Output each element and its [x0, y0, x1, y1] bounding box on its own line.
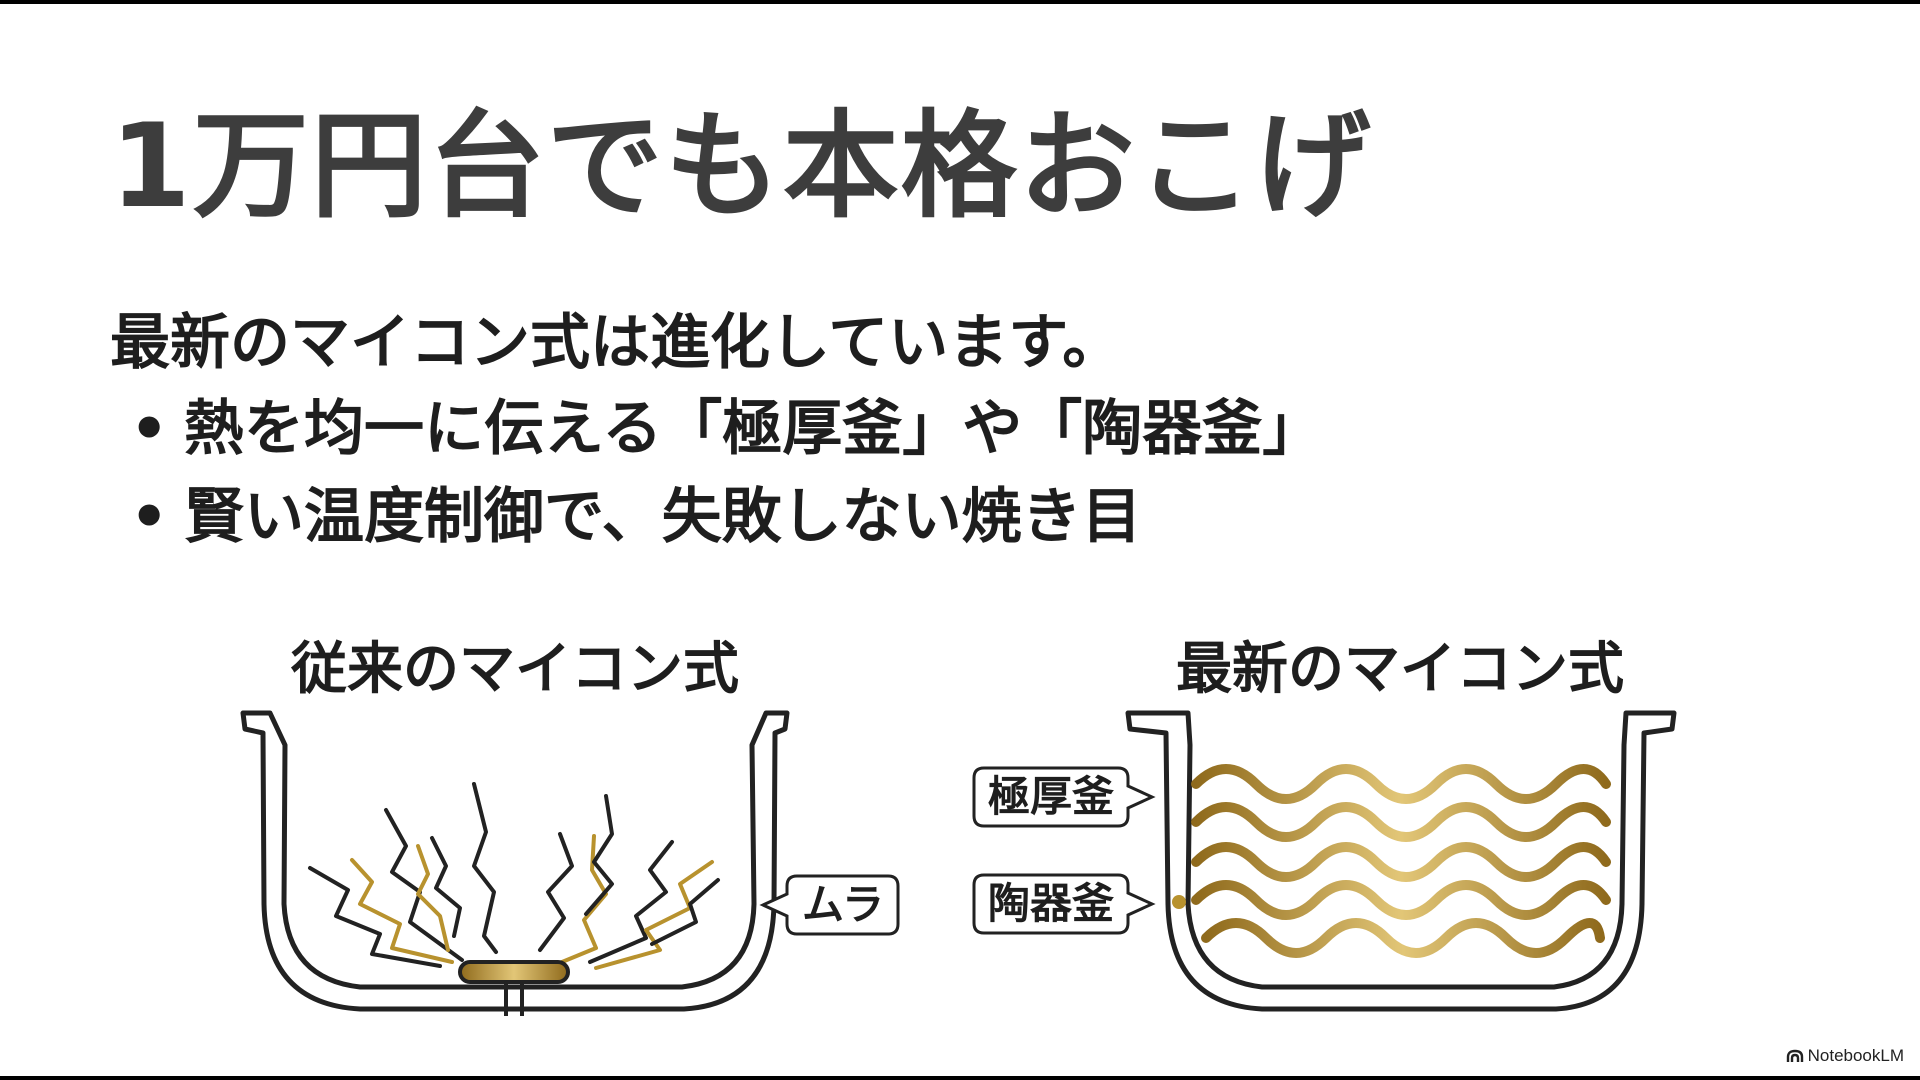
bullet-item: •熱を均一に伝える「極厚釜」や「陶器釜」: [130, 396, 1322, 462]
heat-crack-line: [384, 808, 464, 962]
uneven-callout-label: ムラ: [802, 880, 884, 929]
heat-crack-line: [538, 832, 574, 952]
heat-crack-line: [584, 794, 614, 916]
thick-pot-callout: 極厚釜: [972, 766, 1156, 828]
notebooklm-logo: NotebookLM: [1786, 1046, 1904, 1066]
uneven-heat-lines: [308, 782, 720, 970]
diagram-illustrations: ムラ 極厚釜: [240, 710, 1677, 1016]
ceramic-pot-callout: 陶器釜: [972, 873, 1156, 935]
even-heat-waves: [1191, 764, 1611, 958]
bullet-dot: •: [130, 482, 169, 552]
intro-text: 最新のマイコン式は進化しています。: [110, 308, 1123, 378]
slide-canvas: 1万円台でも本格おこげ 最新のマイコン式は進化しています。 •熱を均一に伝える「…: [0, 4, 1920, 1076]
latest-diagram-heading: 最新のマイコン式: [1176, 637, 1624, 702]
uneven-callout: ムラ: [759, 874, 900, 936]
conventional-diagram-heading: 従来のマイコン式: [291, 637, 739, 702]
heat-crack-line: [416, 844, 450, 952]
heat-crack-line: [560, 834, 608, 964]
heat-crack-line: [430, 836, 462, 938]
heat-wave: [1201, 918, 1605, 958]
bullet-item: •賢い温度制御で、失敗しない焼き目: [130, 484, 1142, 550]
heat-crack-line: [308, 866, 442, 968]
callout-bubble: [972, 873, 1156, 935]
heat-wave: [1191, 842, 1611, 882]
bullet-dot: •: [130, 394, 169, 464]
bullet-text: 賢い温度制御で、失敗しない焼き目: [184, 482, 1142, 552]
latest-pot-outline: [1125, 710, 1677, 1012]
heat-crack-line: [588, 840, 674, 964]
slide-title: 1万円台でも本格おこげ: [110, 99, 1373, 234]
notebooklm-icon: [1786, 1049, 1803, 1062]
thick-pot-callout-label: 極厚釜: [988, 772, 1114, 821]
heat-wave: [1191, 880, 1611, 920]
heat-crack-line: [350, 858, 454, 964]
bullet-text: 熱を均一に伝える「極厚釜」や「陶器釜」: [184, 394, 1323, 464]
ceramic-dot: [1172, 895, 1186, 909]
heat-wave: [1191, 764, 1611, 804]
ceramic-pot-callout-label: 陶器釜: [988, 879, 1114, 928]
heat-crack-line: [472, 782, 498, 954]
heat-crack-line: [594, 860, 714, 970]
heat-crack-line: [650, 878, 720, 946]
heat-wave: [1191, 802, 1611, 842]
heater-element: [458, 960, 570, 984]
conventional-pot-outline: [240, 710, 790, 1012]
conventional-pot-diagram: [240, 710, 790, 1016]
logo-text: NotebookLM: [1807, 1046, 1904, 1065]
callout-bubble: [759, 874, 900, 936]
latest-pot-diagram: [1125, 710, 1677, 1012]
callout-bubble: [972, 766, 1156, 828]
